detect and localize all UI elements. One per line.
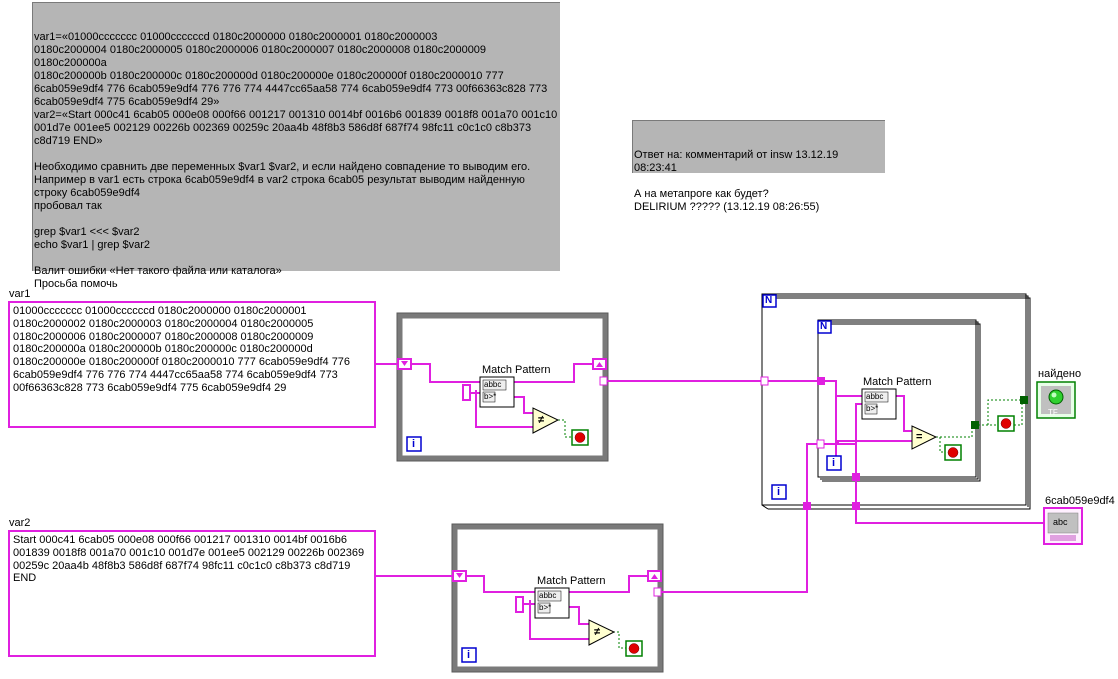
- not-equal-node-2[interactable]: [588, 619, 616, 646]
- comment-reply-line: А на метапроге как будет?: [634, 188, 769, 200]
- comment-main-line: Валит ошибки «Нет такого файла или катал…: [34, 265, 282, 277]
- comment-main-line: 0180c2000004 0180c2000005 0180c2000006 0…: [34, 44, 490, 69]
- equal-node[interactable]: [911, 425, 938, 450]
- loop-count-label-1: N: [765, 295, 773, 306]
- loop-count-label-2: N: [820, 321, 828, 332]
- mp-icon-bottom-3: b>*: [866, 404, 879, 413]
- for-loop-var1[interactable]: [396, 312, 609, 462]
- loop-index-label-4: i: [832, 457, 836, 469]
- found-boolean-indicator[interactable]: [1036, 381, 1076, 419]
- tunnels[interactable]: [397, 358, 1028, 613]
- comment-main-line: 6cab059e9df4 776 6cab059e9df4 776 776 77…: [34, 83, 548, 95]
- comment-reply-line: DELIRIUM ????? (13.12.19 08:26:55): [634, 201, 820, 213]
- var2-label: var2: [9, 517, 31, 529]
- mp-icon-top-3: abbc: [866, 392, 884, 401]
- loop-index-boxes: [406, 436, 842, 663]
- comment-main-line: Например в var1 есть строка 6cab059e9df4…: [34, 174, 525, 186]
- comment-reply: Ответ на: комментарий от insw 13.12.19 0…: [632, 120, 886, 213]
- result-label: 6cab059e9df4: [1045, 495, 1115, 507]
- var1-label: var1: [9, 288, 31, 300]
- match-pattern-label-2: Match Pattern: [537, 575, 606, 587]
- stop-terminal-2[interactable]: [625, 640, 643, 657]
- comment-main-line: пробовал так: [34, 200, 102, 212]
- match-pattern-node-2[interactable]: [534, 587, 570, 619]
- comment-main-line: 6cab059e9df4 775 6cab059e9df4 29»: [34, 96, 220, 108]
- match-pattern-label-1: Match Pattern: [482, 364, 551, 376]
- equal-symbol: =: [916, 431, 923, 443]
- comment-main-line: c8d719 END»: [34, 135, 103, 147]
- loop-index-label-2: i: [467, 649, 471, 661]
- result-indicator-text: abc: [1053, 517, 1068, 527]
- comment-reply-text: Ответ на: комментарий от insw 13.12.19 0…: [634, 149, 883, 214]
- loop-index-label-3: i: [777, 486, 781, 498]
- string-wires: [376, 363, 1044, 640]
- var2-string-control[interactable]: Start 000c41 6cab05 000e08 000f66 001217…: [8, 530, 376, 657]
- found-indicator-text: TF: [1048, 408, 1058, 417]
- loop-count-boxes[interactable]: [762, 294, 832, 334]
- mp-icon-bottom-2: b>*: [539, 603, 552, 612]
- found-label: найдено: [1038, 368, 1082, 380]
- comment-main-line: grep $var1 <<< $var2: [34, 226, 140, 238]
- stop-terminal-4[interactable]: [997, 415, 1015, 432]
- mp-icon-top-2: abbc: [539, 591, 557, 600]
- comment-main-line: echo $var1 | grep $var2: [34, 239, 150, 251]
- comment-main: var1=«01000ccccccc 01000ccccccd 0180c200…: [32, 2, 561, 290]
- match-pattern-label-3: Match Pattern: [863, 376, 932, 388]
- match-pattern-node-1[interactable]: [479, 376, 515, 408]
- comment-main-line: строку 6cab059e9df4: [34, 187, 140, 199]
- not-equal-symbol-2: ≠: [594, 626, 601, 638]
- match-pattern-node-3[interactable]: [861, 388, 897, 420]
- comment-main-line: var1=«01000ccccccc 01000ccccccd 0180c200…: [34, 31, 438, 43]
- comment-main-line: 0180c200000b 0180c200000c 0180c200000d 0…: [34, 70, 504, 82]
- mp-icon-bottom-1: b>*: [484, 392, 497, 401]
- comment-main-line: var2=«Start 000c41 6cab05 000e08 000f66 …: [34, 109, 558, 121]
- stop-terminal-3[interactable]: [944, 444, 962, 461]
- mp-icon-top-1: abbc: [484, 380, 502, 389]
- not-equal-symbol-1: ≠: [538, 414, 545, 426]
- comment-reply-line: Ответ на: комментарий от insw 13.12.19 0…: [634, 149, 842, 174]
- comment-main-line: Необходимо сравнить две переменных $var1…: [34, 161, 531, 173]
- stop-terminal-1[interactable]: [571, 429, 589, 446]
- comment-main-text: var1=«01000ccccccc 01000ccccccd 0180c200…: [34, 31, 558, 291]
- result-string-indicator[interactable]: [1043, 507, 1083, 545]
- not-equal-node-1[interactable]: [532, 407, 560, 434]
- for-loop-var2[interactable]: [451, 523, 664, 673]
- comment-main-line: Просьба помочь: [34, 278, 118, 290]
- loop-index-label-1: i: [412, 438, 416, 450]
- comment-main-line: 001d7e 001ee5 002129 00226b 002369 00259…: [34, 122, 532, 134]
- var1-string-control[interactable]: 01000ccccccc 01000ccccccd 0180c2000000 0…: [8, 301, 376, 428]
